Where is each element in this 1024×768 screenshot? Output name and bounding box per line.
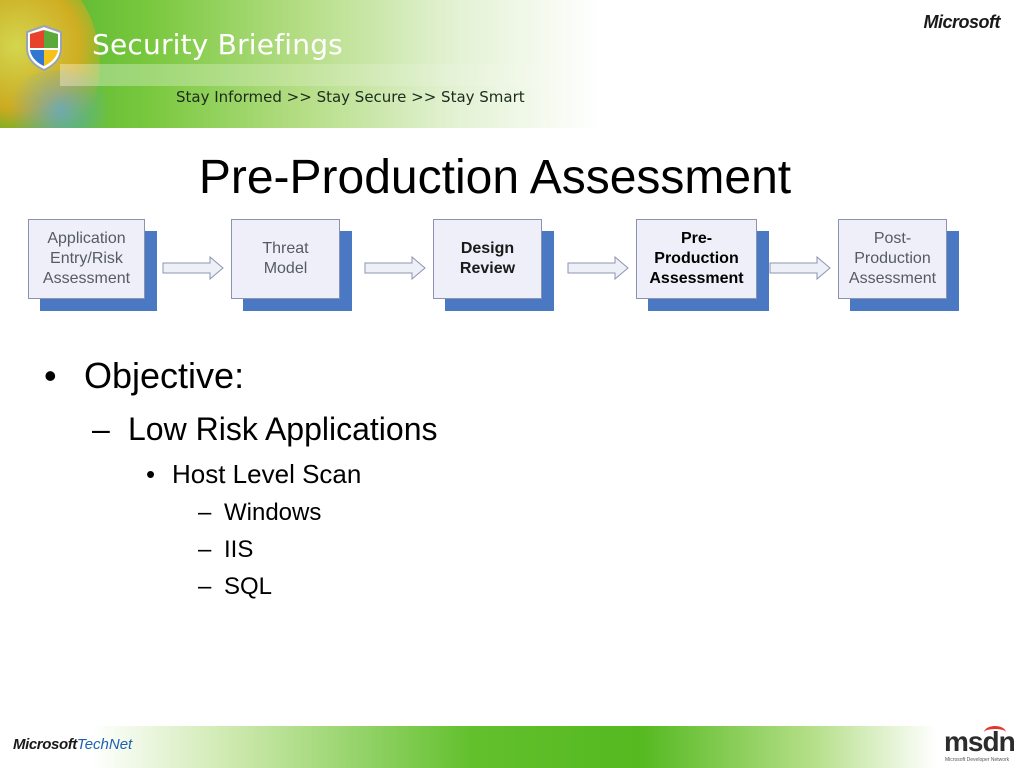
bullet-level4-iis: –IIS [198,536,253,564]
dash-marker: – [92,411,110,447]
process-step-application-entry: Application Entry/Risk Assessment [28,219,157,311]
step-label-line: Pre- [680,230,713,247]
bullet-level4-sql: –SQL [198,573,272,601]
msdn-subtitle: Microsoft Developer Network [945,757,1010,763]
microsoft-technet-logo: MicrosoftTechNet [13,736,132,753]
microsoft-wordmark: Microsoft [13,736,77,753]
process-step-post-production: Post- Production Assessment [838,219,959,311]
dash-marker: – [198,536,212,563]
step-box: Post- Production Assessment [838,219,947,299]
bullet-text: SQL [224,573,273,600]
bullet-text: Windows [224,499,322,526]
dash-marker: – [198,499,212,526]
bullet-level3: • Host Level Scan [146,459,361,490]
step-box: Application Entry/Risk Assessment [28,219,145,299]
flow-arrow-icon [769,256,831,280]
step-label-line: Assessment [848,270,937,287]
security-shield-icon [26,24,62,72]
step-label-line: Design [460,240,515,257]
step-label-line: Review [459,260,516,277]
step-label-line: Assessment [42,270,131,287]
bullet-level2: –Low Risk Applications [92,411,437,448]
bullet-level4-windows: –Windows [198,499,321,527]
step-box: Pre- Production Assessment [636,219,757,299]
step-label-line: Model [263,260,308,277]
bullet-marker: • [146,459,156,489]
bullet-text: Low Risk Applications [128,411,438,447]
banner-band [60,64,600,86]
technet-wordmark: TechNet [76,736,133,753]
step-label-line: Entry/Risk [50,250,123,267]
step-label-line: Threat [262,240,309,257]
msdn-swirl-icon [984,726,1006,739]
step-label-line: Production [654,250,739,267]
dash-marker: – [198,573,212,600]
flow-arrow-icon [162,256,224,280]
flow-arrow-icon [364,256,426,280]
banner-title: Security Briefings [92,28,343,61]
bullet-text: Objective: [84,355,245,396]
process-step-pre-production: Pre- Production Assessment [636,219,769,311]
header-banner: Security Briefings Stay Informed >> Stay… [0,0,600,128]
step-box: Threat Model [231,219,340,299]
bullet-marker: • [44,355,57,396]
bullet-text: IIS [224,536,254,563]
step-box: Design Review [433,219,542,299]
banner-decoration-blue [0,70,120,128]
footer-bar [92,726,936,768]
step-label-line: Application [47,230,126,247]
bullet-text: Host Level Scan [172,459,362,489]
flow-arrow-icon [567,256,629,280]
microsoft-logo: Microsoft [923,12,1001,32]
step-label-line: Post- [873,230,912,247]
process-step-threat-model: Threat Model [231,219,352,311]
bullet-level1: • Objective: [44,355,244,397]
step-label-line: Production [854,250,931,267]
slide-title: Pre-Production Assessment [198,151,792,204]
step-label-line: Assessment [649,270,744,287]
process-step-design-review: Design Review [433,219,554,311]
banner-tagline: Stay Informed >> Stay Secure >> Stay Sma… [176,88,525,106]
